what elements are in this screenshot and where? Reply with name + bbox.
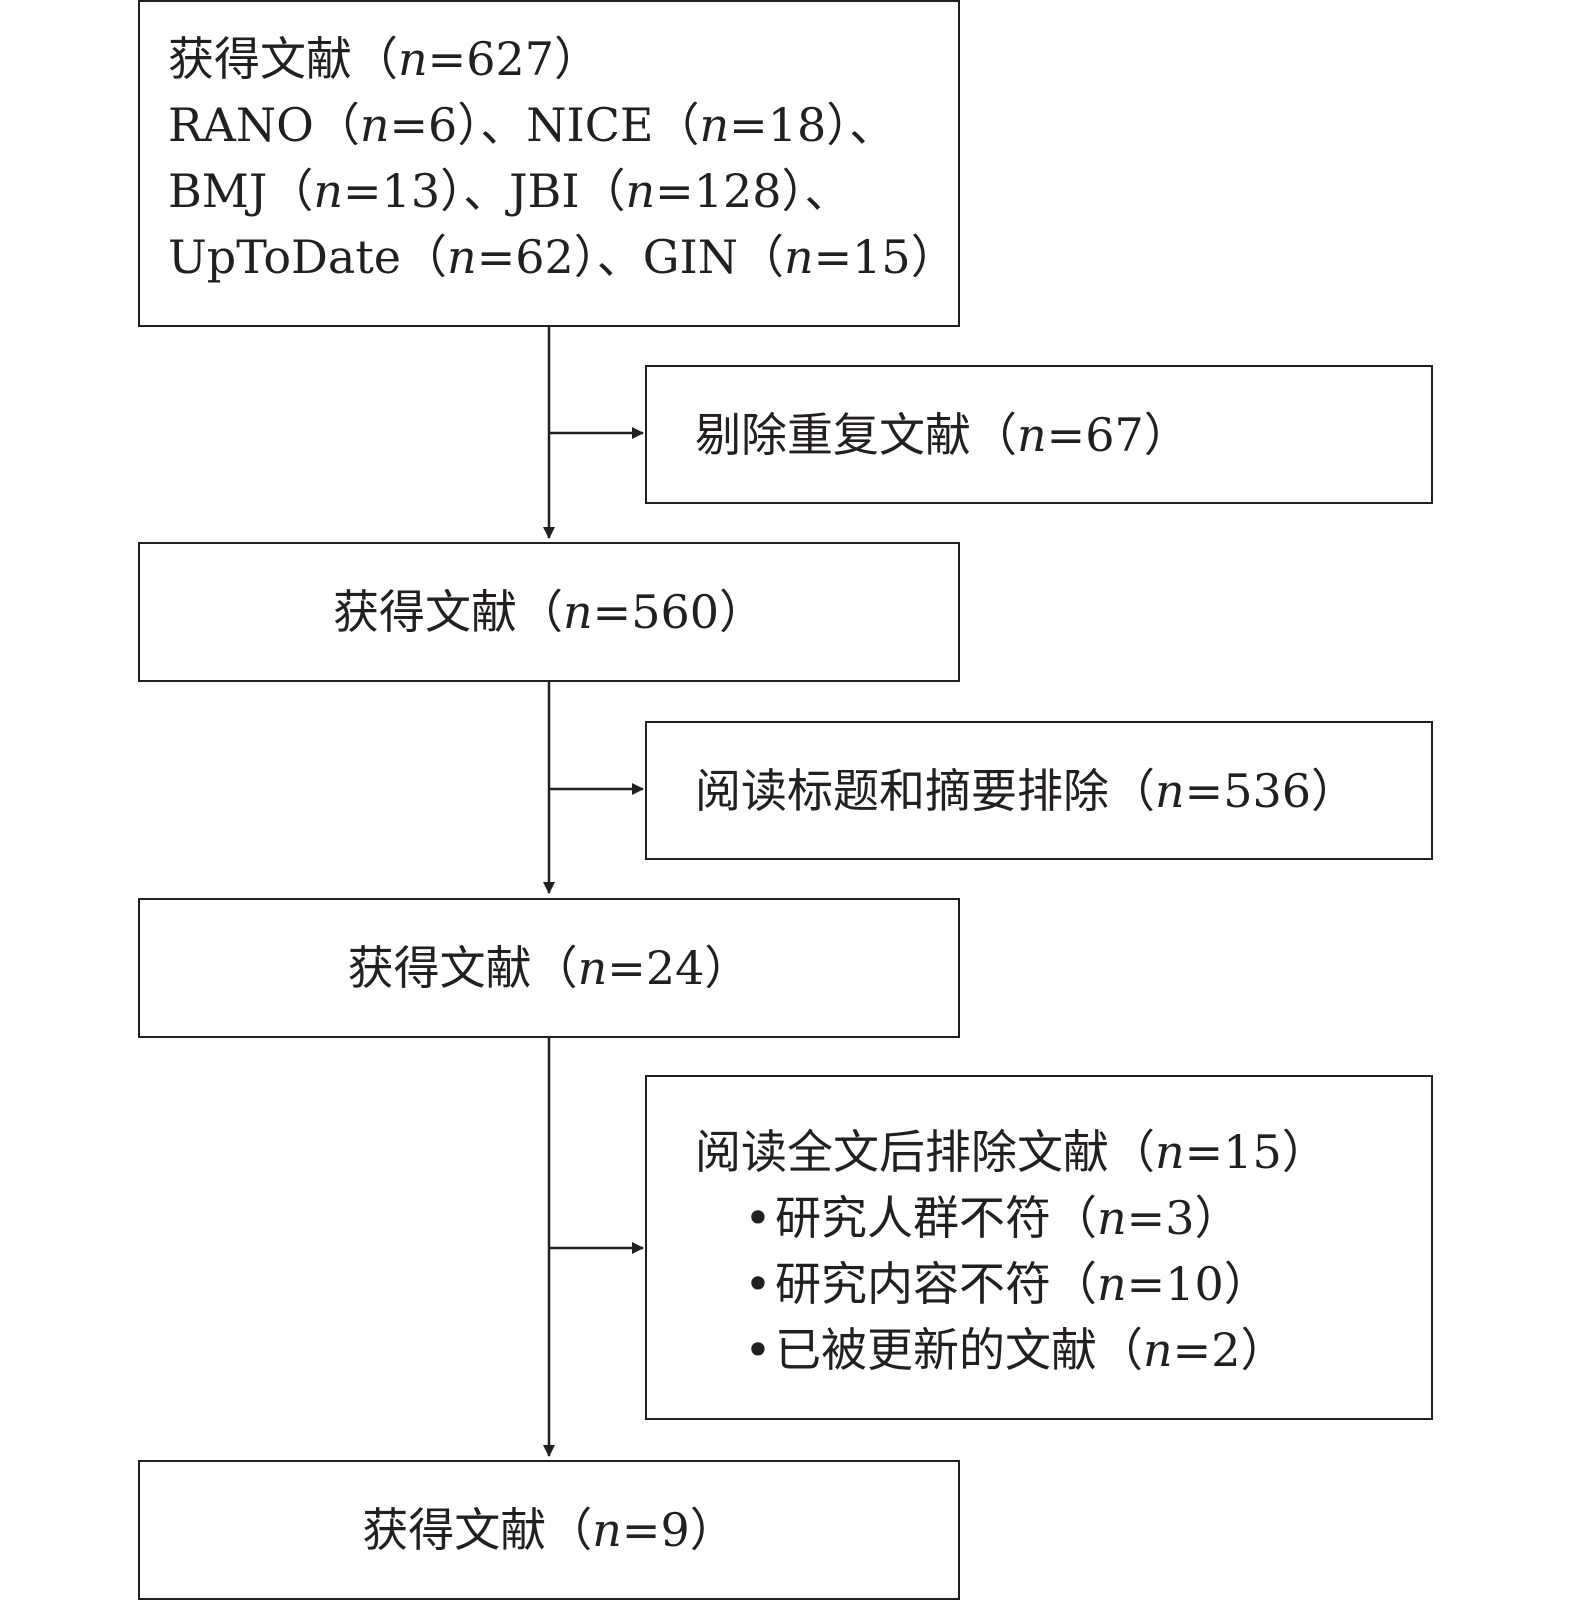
- step1-title: 获得文献（n=627）: [168, 32, 600, 86]
- step1-sources-line2: BMJ（n=13）、JBI（n=128）、: [168, 164, 851, 218]
- exclude1-text: 剔除重复文献（n=67）: [695, 407, 1190, 462]
- step3-text: 获得文献（n=24）: [347, 941, 751, 995]
- source-gin: GIN: [642, 230, 738, 284]
- exclude3-reason-content: •研究内容不符（n=10）: [695, 1251, 1431, 1317]
- source-jbi: JBI: [509, 164, 580, 218]
- exclude3-reason-population: •研究人群不符（n=3）: [695, 1185, 1431, 1251]
- step1-sources-line1: RANO（n=6）、NICE（n=18）、: [168, 98, 896, 152]
- exclude2-box: 阅读标题和摘要排除（n=536）: [645, 721, 1433, 860]
- exclude1-box: 剔除重复文献（n=67）: [645, 365, 1433, 504]
- exclude3-title: 阅读全文后排除文献（n=15）: [695, 1125, 1328, 1179]
- source-uptodate: UpToDate: [168, 230, 402, 284]
- step3-box: 获得文献（n=24）: [138, 898, 960, 1038]
- exclude3-reason-updated: •已被更新的文献（n=2）: [695, 1317, 1431, 1383]
- step2-box: 获得文献（n=560）: [138, 542, 960, 682]
- step4-box: 获得文献（n=9）: [138, 1460, 960, 1600]
- step4-text: 获得文献（n=9）: [362, 1503, 736, 1557]
- step2-text: 获得文献（n=560）: [333, 585, 765, 639]
- source-bmj: BMJ: [168, 164, 268, 218]
- source-nice: NICE: [526, 98, 654, 152]
- exclude2-text: 阅读标题和摘要排除（n=536）: [695, 763, 1357, 818]
- step1-box: 获得文献（n=627） RANO（n=6）、NICE（n=18）、 BMJ（n=…: [138, 0, 960, 327]
- bullet-icon: •: [744, 1257, 772, 1311]
- step1-sources-line3: UpToDate（n=62）、GIN（n=15）: [168, 230, 957, 284]
- source-rano: RANO: [168, 98, 314, 152]
- bullet-icon: •: [744, 1191, 772, 1245]
- exclude3-box: 阅读全文后排除文献（n=15） •研究人群不符（n=3） •研究内容不符（n=1…: [645, 1075, 1433, 1420]
- bullet-icon: •: [744, 1323, 772, 1377]
